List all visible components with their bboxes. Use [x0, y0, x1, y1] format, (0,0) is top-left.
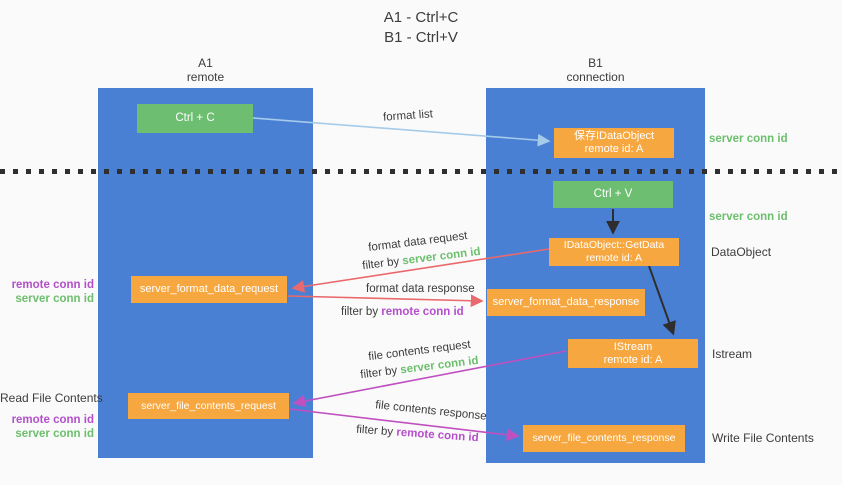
ctrl-c-key-box: Ctrl + C: [137, 104, 253, 133]
ctrl-v-label: Ctrl + V: [593, 188, 633, 200]
istream-line2: remote id: A: [603, 353, 663, 366]
file-response-label: server_file_contents_response: [532, 432, 676, 444]
column-header-b1: B1 connection: [486, 56, 705, 84]
remote-conn-id-text: remote conn id: [381, 306, 464, 318]
server-file-contents-response-box: server_file_contents_response: [523, 425, 685, 452]
column-a1-role: remote: [186, 70, 225, 84]
left-conn-id-pair-top: remote conn id server conn id: [0, 278, 94, 306]
ctrl-c-label: Ctrl + C: [175, 112, 215, 124]
write-file-contents-annotation: Write File Contents: [712, 431, 814, 445]
file-request-label: server_file_contents_request: [141, 399, 276, 412]
title-line-1: A1 - Ctrl+C: [383, 9, 459, 26]
diagram-title: A1 - Ctrl+C B1 - Ctrl+V: [0, 8, 842, 48]
arrow-format-data-response: [287, 294, 484, 308]
filter-by-text: filter by: [341, 306, 382, 318]
format-response-label: server_format_data_response: [492, 296, 640, 308]
column-header-a1: A1 remote: [98, 56, 313, 84]
column-b1-role: connection: [566, 70, 625, 84]
server-format-data-response-box: server_format_data_response: [487, 289, 645, 316]
server-conn-id-annotation-left-1: server conn id: [15, 293, 94, 305]
ctrl-v-key-box: Ctrl + V: [553, 181, 673, 208]
remote-conn-id-annotation-2: remote conn id: [11, 414, 94, 426]
arrow-format-data-request: [291, 248, 550, 293]
istream-box: IStream remote id: A: [568, 339, 698, 368]
server-conn-id-annotation-top: server conn id: [709, 133, 788, 145]
filter-by-remote-conn-id-label-1: filter by remote conn id: [341, 306, 464, 318]
arrow-getdata-to-istream: [648, 265, 676, 336]
arrow-file-contents-request: [292, 350, 567, 408]
getdata-line1: IDataObject::GetData: [563, 239, 665, 251]
dataobject-annotation: DataObject: [711, 245, 772, 259]
istream-line1: IStream: [613, 340, 653, 353]
save-idataobject-line1: 保存IDataObject: [573, 130, 655, 142]
machine-boundary-dotted-line: [0, 169, 842, 174]
format-data-response-label: format data response: [366, 283, 475, 295]
save-idataobject-line2: remote id: A: [584, 143, 644, 155]
server-format-data-request-box: server_format_data_request: [131, 276, 287, 303]
istream-annotation: Istream: [712, 347, 753, 361]
format-request-label: server_format_data_request: [139, 283, 279, 295]
server-conn-id-annotation-mid: server conn id: [709, 211, 788, 223]
idataobject-getdata-box: IDataObject::GetData remote id: A: [549, 238, 679, 266]
arrow-file-contents-response: [288, 408, 520, 442]
save-idataobject-box: 保存IDataObject remote id: A: [554, 128, 674, 158]
server-conn-id-annotation-left-2: server conn id: [15, 428, 94, 440]
server-file-contents-request-box: server_file_contents_request: [128, 393, 289, 419]
getdata-line2: remote id: A: [585, 252, 643, 264]
arrow-format-list: [252, 117, 551, 147]
read-file-contents-annotation: Read File Contents: [0, 391, 103, 405]
remote-conn-id-annotation-1: remote conn id: [11, 279, 94, 291]
title-line-2: B1 - Ctrl+V: [384, 29, 458, 46]
column-a1-name: A1: [198, 56, 213, 70]
left-conn-id-pair-bottom: remote conn id server conn id: [0, 413, 94, 441]
column-b1-name: B1: [588, 56, 603, 70]
